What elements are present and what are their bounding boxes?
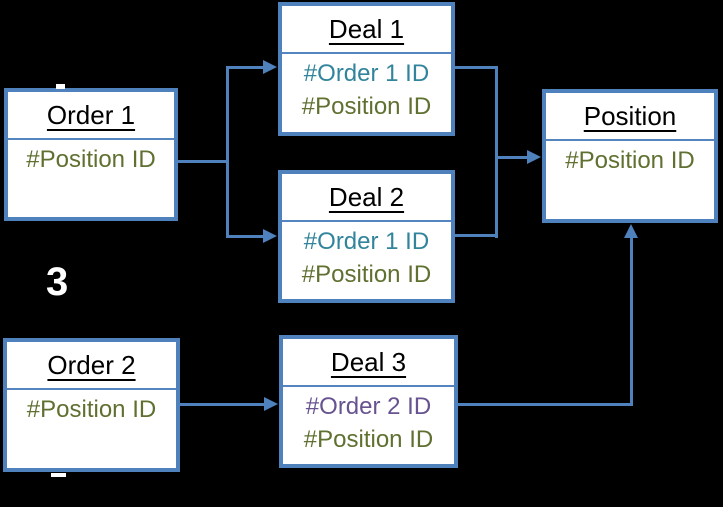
entity-deal-1: Deal 1 #Order 1 ID #Position ID <box>278 2 455 136</box>
connector-deal3-out <box>458 403 633 406</box>
entity-deal-2-field-order-id: #Order 1 ID <box>303 228 430 255</box>
connector-order1-out <box>178 160 228 163</box>
entity-order-1-title: Order 1 <box>8 92 174 140</box>
entity-position-field-position-id: #Position ID <box>565 147 695 174</box>
entity-order-1: Order 1 #Position ID <box>4 88 178 221</box>
entity-position-title: Position <box>546 93 714 141</box>
entity-deal-3-field-position-id: #Position ID <box>303 426 434 453</box>
annotation-fragment-top <box>56 84 65 89</box>
arrowhead-into-position-bottom <box>624 224 638 238</box>
annotation-number-3: 3 <box>46 260 69 304</box>
connector-to-position <box>495 156 529 159</box>
entity-deal-3-field-order-id: #Order 2 ID <box>305 393 432 420</box>
entity-order-2-title: Order 2 <box>7 342 176 390</box>
connector-deals-spine-vertical <box>495 66 498 238</box>
connector-deal2-out <box>455 234 498 237</box>
entity-deal-3: Deal 3 #Order 2 ID #Position ID <box>279 335 458 468</box>
entity-position: Position #Position ID <box>542 89 718 223</box>
entity-deal-3-title: Deal 3 <box>283 339 454 387</box>
connector-order2-out <box>180 403 266 406</box>
connector-deal1-out <box>455 66 498 69</box>
connector-to-deal2 <box>226 235 266 238</box>
arrowhead-into-position <box>527 150 541 164</box>
entity-order-1-field-position-id: #Position ID <box>26 146 156 173</box>
entity-order-2: Order 2 #Position ID <box>3 338 180 472</box>
entity-deal-1-title: Deal 1 <box>282 6 451 54</box>
connector-order1-split-vertical <box>226 66 229 238</box>
entity-deal-1-field-position-id: #Position ID <box>301 93 432 120</box>
entity-deal-2: Deal 2 #Order 1 ID #Position ID <box>278 170 455 303</box>
arrowhead-into-deal1 <box>263 60 277 74</box>
arrowhead-into-deal3 <box>264 397 278 411</box>
entity-deal-2-field-position-id: #Position ID <box>301 261 432 288</box>
entity-deal-2-title: Deal 2 <box>282 174 451 222</box>
connector-to-deal1 <box>226 66 266 69</box>
arrowhead-into-deal2 <box>263 229 277 243</box>
connector-deal3-up-vertical <box>630 236 633 406</box>
entity-order-2-field-position-id: #Position ID <box>26 396 157 423</box>
annotation-fragment-bottom <box>51 473 66 477</box>
entity-deal-1-field-order-id: #Order 1 ID <box>303 60 430 87</box>
